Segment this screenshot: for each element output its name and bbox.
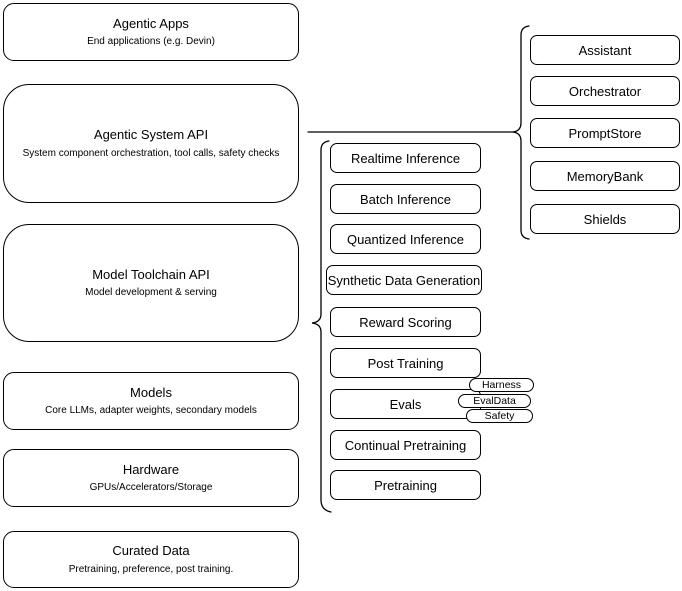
service-batch-inference: Batch Inference xyxy=(330,184,481,214)
toolchain-brace xyxy=(311,140,332,513)
layer-subtitle: GPUs/Accelerators/Storage xyxy=(89,482,213,494)
layer-curated-data: Curated Data Pretraining, preference, po… xyxy=(3,531,299,588)
service-reward-scoring: Reward Scoring xyxy=(330,307,481,337)
layer-subtitle: End applications (e.g. Devin) xyxy=(87,36,215,48)
layer-title: Models xyxy=(130,384,172,400)
service-continual-pretraining: Continual Pretraining xyxy=(330,430,481,460)
layer-title: Agentic Apps xyxy=(113,15,189,31)
components-brace xyxy=(512,25,530,240)
layer-title: Model Toolchain API xyxy=(92,266,210,282)
eval-tag-evaldata: EvalData xyxy=(458,394,531,408)
layer-subtitle: Model development & serving xyxy=(85,287,217,299)
layer-hardware: Hardware GPUs/Accelerators/Storage xyxy=(3,449,299,507)
layer-subtitle: Core LLMs, adapter weights, secondary mo… xyxy=(45,405,257,417)
layer-title: Agentic System API xyxy=(93,127,209,143)
service-pretraining: Pretraining xyxy=(330,470,481,500)
layer-model-toolchain-api: Model Toolchain API Model development & … xyxy=(3,224,299,342)
service-post-training: Post Training xyxy=(330,348,481,378)
service-evals: Evals xyxy=(330,389,481,419)
eval-tag-safety: Safety xyxy=(466,409,533,423)
layer-title: Curated Data xyxy=(112,543,190,559)
layer-subtitle: System component orchestration, tool cal… xyxy=(22,147,280,159)
component-orchestrator: Orchestrator xyxy=(530,76,680,106)
layer-agentic-system-api: Agentic System API System component orch… xyxy=(3,84,299,203)
component-promptstore: PromptStore xyxy=(530,118,680,148)
layer-agentic-apps: Agentic Apps End applications (e.g. Devi… xyxy=(3,3,299,61)
layer-models: Models Core LLMs, adapter weights, secon… xyxy=(3,372,299,430)
service-quantized-inference: Quantized Inference xyxy=(330,224,481,254)
component-assistant: Assistant xyxy=(530,35,680,65)
layer-subtitle: Pretraining, preference, post training. xyxy=(68,563,234,575)
service-synthetic-data-generation: Synthetic Data Generation xyxy=(326,265,482,295)
component-memorybank: MemoryBank xyxy=(530,161,680,191)
service-realtime-inference: Realtime Inference xyxy=(330,143,481,173)
layer-title: Hardware xyxy=(122,461,180,477)
eval-tag-harness: Harness xyxy=(469,378,534,392)
component-shields: Shields xyxy=(530,204,680,234)
